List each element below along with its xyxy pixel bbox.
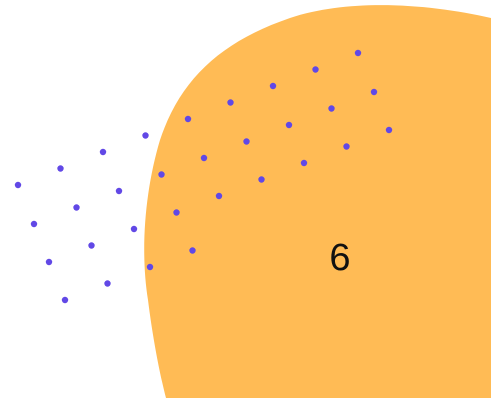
pattern-dot: [300, 159, 308, 167]
pattern-dot: [258, 176, 265, 183]
pattern-dot: [227, 99, 234, 106]
pattern-dot: [30, 220, 38, 228]
pattern-dot: [130, 225, 138, 233]
pattern-dot: [158, 171, 165, 178]
pattern-dot: [243, 138, 250, 145]
pattern-dot: [200, 154, 208, 162]
pattern-dot: [14, 181, 22, 189]
pattern-dot: [269, 82, 277, 90]
pattern-dot: [99, 148, 107, 156]
pattern-dot: [73, 204, 80, 211]
pattern-dot: [88, 242, 95, 249]
pattern-dot: [285, 121, 293, 129]
pattern-dot: [146, 263, 154, 271]
pattern-dot: [215, 192, 223, 200]
pattern-dot: [312, 66, 319, 73]
orange-blob-shape: [144, 5, 491, 398]
pattern-dot: [61, 296, 69, 304]
pattern-dot: [189, 247, 196, 254]
dot-grid-pattern: [14, 49, 393, 304]
pattern-dot: [328, 105, 335, 112]
pattern-dot: [104, 280, 111, 287]
pattern-dot: [142, 132, 149, 139]
pattern-dot: [370, 88, 378, 96]
pattern-dot: [45, 258, 53, 266]
pattern-dot: [115, 187, 123, 195]
number-label: 6: [329, 237, 351, 279]
pattern-dot: [184, 115, 192, 123]
pattern-dot: [385, 126, 393, 134]
pattern-dot: [343, 143, 350, 150]
pattern-dot: [354, 49, 362, 57]
pattern-dot: [173, 209, 180, 216]
pattern-dot: [57, 165, 64, 172]
